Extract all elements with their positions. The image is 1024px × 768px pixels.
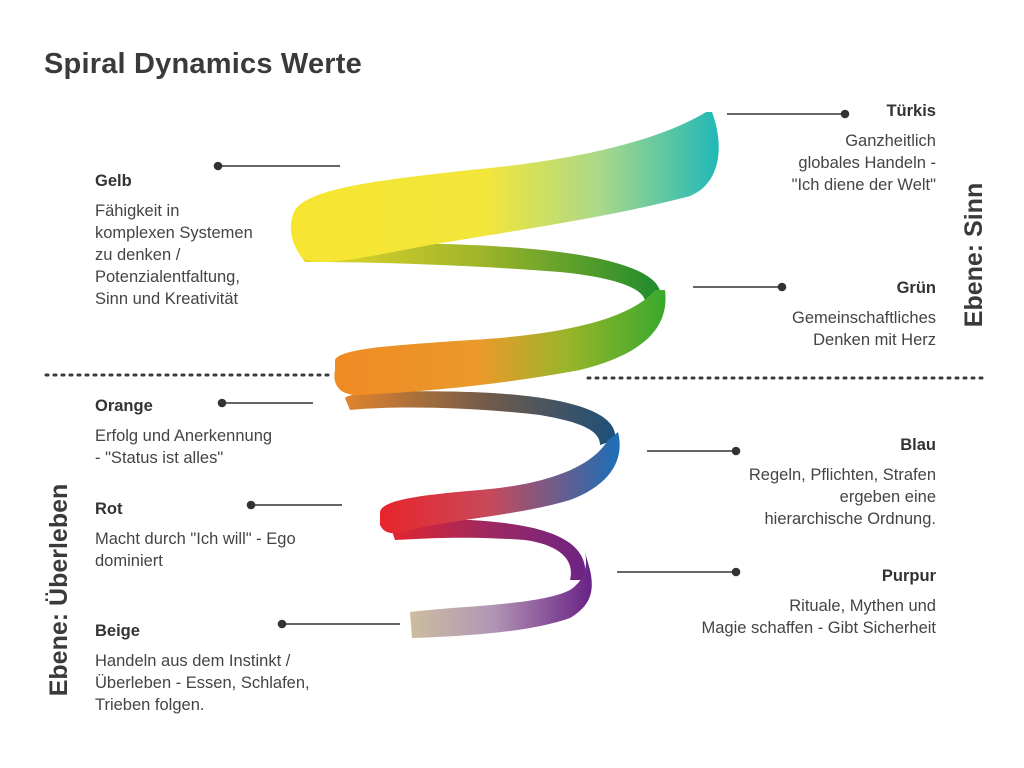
- stage-blau: Blau Regeln, Pflichten, Strafen ergeben …: [749, 434, 936, 530]
- stage-tuerkis: Türkis Ganzheitlich globales Handeln - "…: [792, 100, 936, 196]
- stage-description: Regeln, Pflichten, Strafen ergeben eine …: [748, 466, 936, 528]
- stage-name: Gelb: [95, 172, 132, 190]
- level-label-ueberleben: Ebene: Überleben: [45, 483, 73, 697]
- stage-rot: Rot Macht durch "Ich will" - Ego dominie…: [95, 498, 296, 572]
- stage-description: Handeln aus dem Instinkt / Überleben - E…: [95, 652, 310, 714]
- stage-gelb: Gelb Fähigkeit in komplexen Systemen zu …: [95, 170, 253, 310]
- stage-description: Macht durch "Ich will" - Ego dominiert: [95, 530, 296, 570]
- band-purple-red: [390, 519, 586, 580]
- level-label-sinn: Ebene: Sinn: [960, 182, 988, 328]
- stage-purpur: Purpur Rituale, Mythen und Magie schaffe…: [702, 565, 936, 639]
- stage-name: Türkis: [886, 102, 936, 120]
- stage-name: Orange: [95, 397, 153, 415]
- band-green-yellow: [300, 243, 661, 305]
- stage-name: Rot: [95, 500, 123, 518]
- band-blue-orange: [345, 391, 616, 445]
- stage-description: Ganzheitlich globales Handeln - "Ich die…: [791, 132, 936, 194]
- stage-name: Purpur: [881, 567, 936, 585]
- stage-name: Blau: [900, 436, 936, 454]
- band-beige-purple: [410, 552, 592, 638]
- stage-orange: Orange Erfolg und Anerkennung - "Status …: [95, 395, 272, 469]
- stage-beige: Beige Handeln aus dem Instinkt / Überleb…: [95, 620, 310, 716]
- band-yellow-turquoise: [290, 112, 719, 262]
- stage-description: Erfolg und Anerkennung - "Status ist all…: [95, 427, 273, 467]
- stage-name: Grün: [896, 279, 936, 297]
- stage-gruen: Grün Gemeinschaftliches Denken mit Herz: [792, 277, 936, 351]
- stage-description: Rituale, Mythen und Magie schaffen - Gib…: [701, 597, 936, 637]
- page-title: Spiral Dynamics Werte: [44, 48, 362, 80]
- stage-description: Gemeinschaftliches Denken mit Herz: [792, 309, 936, 349]
- stage-name: Beige: [95, 622, 140, 640]
- band-orange-green: [334, 290, 666, 396]
- stage-description: Fähigkeit in komplexen Systemen zu denke…: [95, 202, 253, 308]
- band-red-blue: [380, 432, 620, 534]
